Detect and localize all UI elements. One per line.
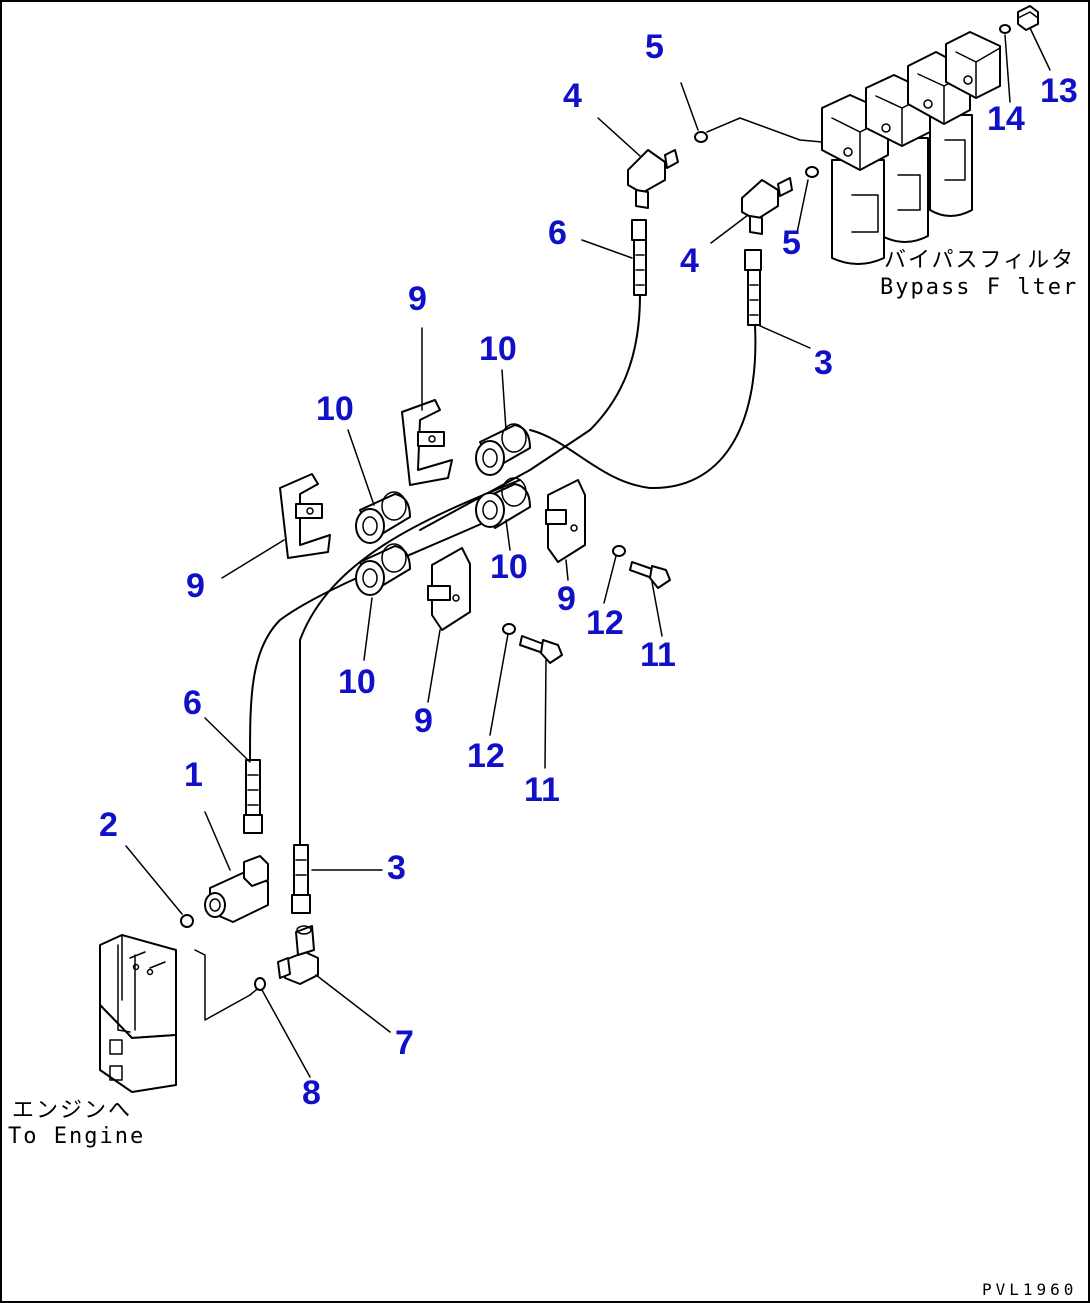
- hose-3-upper-fitting: [744, 249, 762, 326]
- adapter-1: [204, 855, 269, 923]
- washer-12-a: [612, 545, 626, 557]
- callout-9: 9: [408, 280, 427, 318]
- tee-fitting-7: [277, 925, 319, 985]
- callout-13: 13: [1040, 72, 1078, 110]
- callout-3: 3: [814, 344, 833, 382]
- callout-8: 8: [302, 1074, 321, 1112]
- bypass-filter-label-en: Bypass F lter: [880, 275, 1078, 300]
- bolt-11-b: [519, 635, 563, 664]
- callout-labels: 4 5 4 5 6 3 13 14 9 10 10 9 10 9 12 11 1…: [99, 28, 1078, 1112]
- callout-6: 6: [183, 684, 202, 722]
- callout-4: 4: [680, 242, 699, 280]
- grommet-10-b: [355, 491, 411, 544]
- callout-11: 11: [524, 771, 560, 809]
- callout-9: 9: [414, 702, 433, 740]
- callout-3: 3: [387, 849, 406, 887]
- clamp-9-d: [427, 547, 471, 631]
- callout-10: 10: [338, 663, 376, 701]
- hose-lines: [194, 117, 823, 1021]
- drawing-code: PVL1960: [982, 1280, 1077, 1299]
- callout-5: 5: [645, 28, 664, 66]
- callout-7: 7: [395, 1024, 414, 1062]
- bolt-11-a: [629, 561, 671, 589]
- callout-10: 10: [490, 548, 528, 586]
- washer-12-b: [502, 623, 516, 635]
- callout-1: 1: [184, 756, 203, 794]
- callout-5: 5: [782, 224, 801, 262]
- o-ring-8: [254, 977, 266, 991]
- o-ring-14: [999, 24, 1011, 34]
- o-ring-2: [180, 914, 194, 928]
- o-ring-5-upper: [694, 131, 708, 143]
- callout-10: 10: [316, 390, 354, 428]
- callout-9: 9: [557, 580, 576, 618]
- clamp-9-a: [401, 399, 453, 486]
- to-engine-label-en: To Engine: [8, 1124, 145, 1149]
- callout-2: 2: [99, 806, 118, 844]
- hose-6-upper-fitting: [631, 219, 647, 296]
- to-engine-label-jp: エンジンへ: [12, 1098, 132, 1123]
- elbow-4-lower: [741, 177, 793, 235]
- callout-12: 12: [586, 604, 624, 642]
- hose-6-lower-fitting: [243, 759, 263, 834]
- elbow-4-upper: [627, 149, 679, 209]
- clamp-9-b: [279, 473, 331, 559]
- leader-lines: [125, 27, 1051, 1078]
- plug-13: [1017, 5, 1039, 31]
- callout-4: 4: [563, 77, 582, 115]
- callout-9: 9: [186, 567, 205, 605]
- bypass-filter-assembly: [821, 31, 1001, 265]
- callout-14: 14: [987, 100, 1025, 138]
- callout-12: 12: [467, 737, 505, 775]
- clamp-9-c: [545, 479, 586, 563]
- callout-10: 10: [479, 330, 517, 368]
- callout-11: 11: [640, 636, 676, 674]
- grommet-10-d: [355, 543, 411, 596]
- callout-6: 6: [548, 214, 567, 252]
- o-ring-5-lower: [805, 166, 819, 178]
- hose-3-lower-fitting: [291, 844, 311, 914]
- grommet-10-c: [475, 477, 531, 529]
- grommet-10-a: [475, 423, 531, 476]
- bypass-filter-label-jp: バイパスフィルタ: [884, 248, 1075, 273]
- engine-block: [99, 934, 177, 1093]
